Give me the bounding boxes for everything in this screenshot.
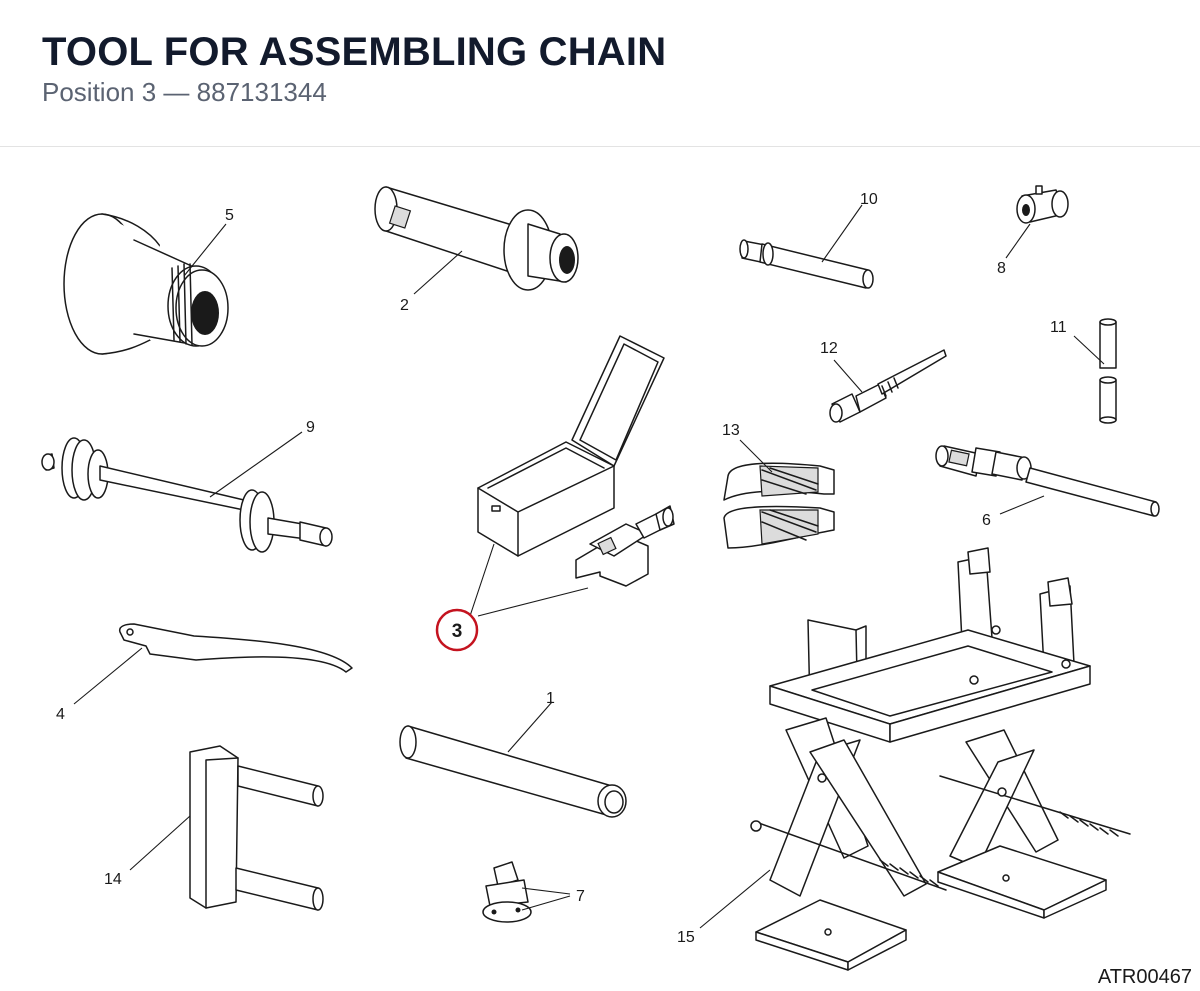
leader-11 <box>1073 335 1105 365</box>
leader-14 <box>129 815 191 871</box>
leader-7b <box>521 895 571 911</box>
part-9-bolt-assembly[interactable] <box>41 437 333 553</box>
callout-7[interactable]: 7 <box>576 888 585 905</box>
part-11-split-pins[interactable] <box>1099 318 1117 424</box>
part-3-chain-tool[interactable] <box>575 505 675 587</box>
part-1-bar[interactable] <box>399 725 627 818</box>
part-3-tool-box[interactable] <box>477 335 665 557</box>
callout-8[interactable]: 8 <box>997 260 1006 277</box>
callout-3-highlighted[interactable]: 3 <box>452 621 463 642</box>
leader-9 <box>209 431 303 498</box>
part-7-adapter[interactable] <box>482 861 532 923</box>
callout-14[interactable]: 14 <box>104 871 122 888</box>
leader-8 <box>1005 223 1031 259</box>
position-label: Position 3 <box>42 77 157 107</box>
page-header: TOOL FOR ASSEMBLING CHAIN Position 3 — 8… <box>0 0 1200 147</box>
leader-5 <box>183 223 227 277</box>
part-6-bolt-and-rod[interactable] <box>935 445 1160 517</box>
callout-9[interactable]: 9 <box>306 419 315 436</box>
callout-13[interactable]: 13 <box>722 422 740 439</box>
part-4-hook-spanner[interactable] <box>118 623 353 673</box>
callout-4[interactable]: 4 <box>56 706 65 723</box>
part-13-half-shells[interactable] <box>723 462 835 549</box>
leader-3b <box>477 587 589 617</box>
leader-7a <box>521 887 571 895</box>
callout-10[interactable]: 10 <box>860 191 878 208</box>
highlight-ring <box>435 608 479 652</box>
callout-1[interactable]: 1 <box>546 690 555 707</box>
part-12-threaded-rod[interactable] <box>829 349 947 423</box>
callout-6[interactable]: 6 <box>982 512 991 529</box>
leader-15 <box>699 869 771 929</box>
callout-5[interactable]: 5 <box>225 207 234 224</box>
leader-12 <box>833 359 863 393</box>
callout-11[interactable]: 11 <box>1050 319 1067 336</box>
leader-10 <box>821 204 863 263</box>
leader-6 <box>999 495 1045 515</box>
part-15-lift-stand[interactable] <box>750 547 1131 971</box>
part-8-collar[interactable] <box>1016 185 1069 224</box>
leader-13 <box>739 439 773 473</box>
callout-15[interactable]: 15 <box>677 929 695 946</box>
subtitle-separator: — <box>163 77 190 107</box>
leader-2 <box>413 250 463 295</box>
callout-12[interactable]: 12 <box>820 340 838 357</box>
page-title: TOOL FOR ASSEMBLING CHAIN <box>42 30 667 74</box>
page-subtitle: Position 3 — 887131344 <box>42 77 327 108</box>
part-14-puller-frame[interactable] <box>189 745 324 911</box>
leader-1 <box>507 701 553 753</box>
leader-3a <box>469 543 495 617</box>
figure-reference-code: ATR00467 <box>1098 966 1192 988</box>
part-5-flanged-bush[interactable] <box>63 213 229 355</box>
part-10-pin[interactable] <box>739 239 874 289</box>
part-number: 887131344 <box>196 77 327 107</box>
callout-2[interactable]: 2 <box>400 297 409 314</box>
leader-4 <box>73 647 143 705</box>
part-2-sleeve[interactable] <box>374 186 579 291</box>
